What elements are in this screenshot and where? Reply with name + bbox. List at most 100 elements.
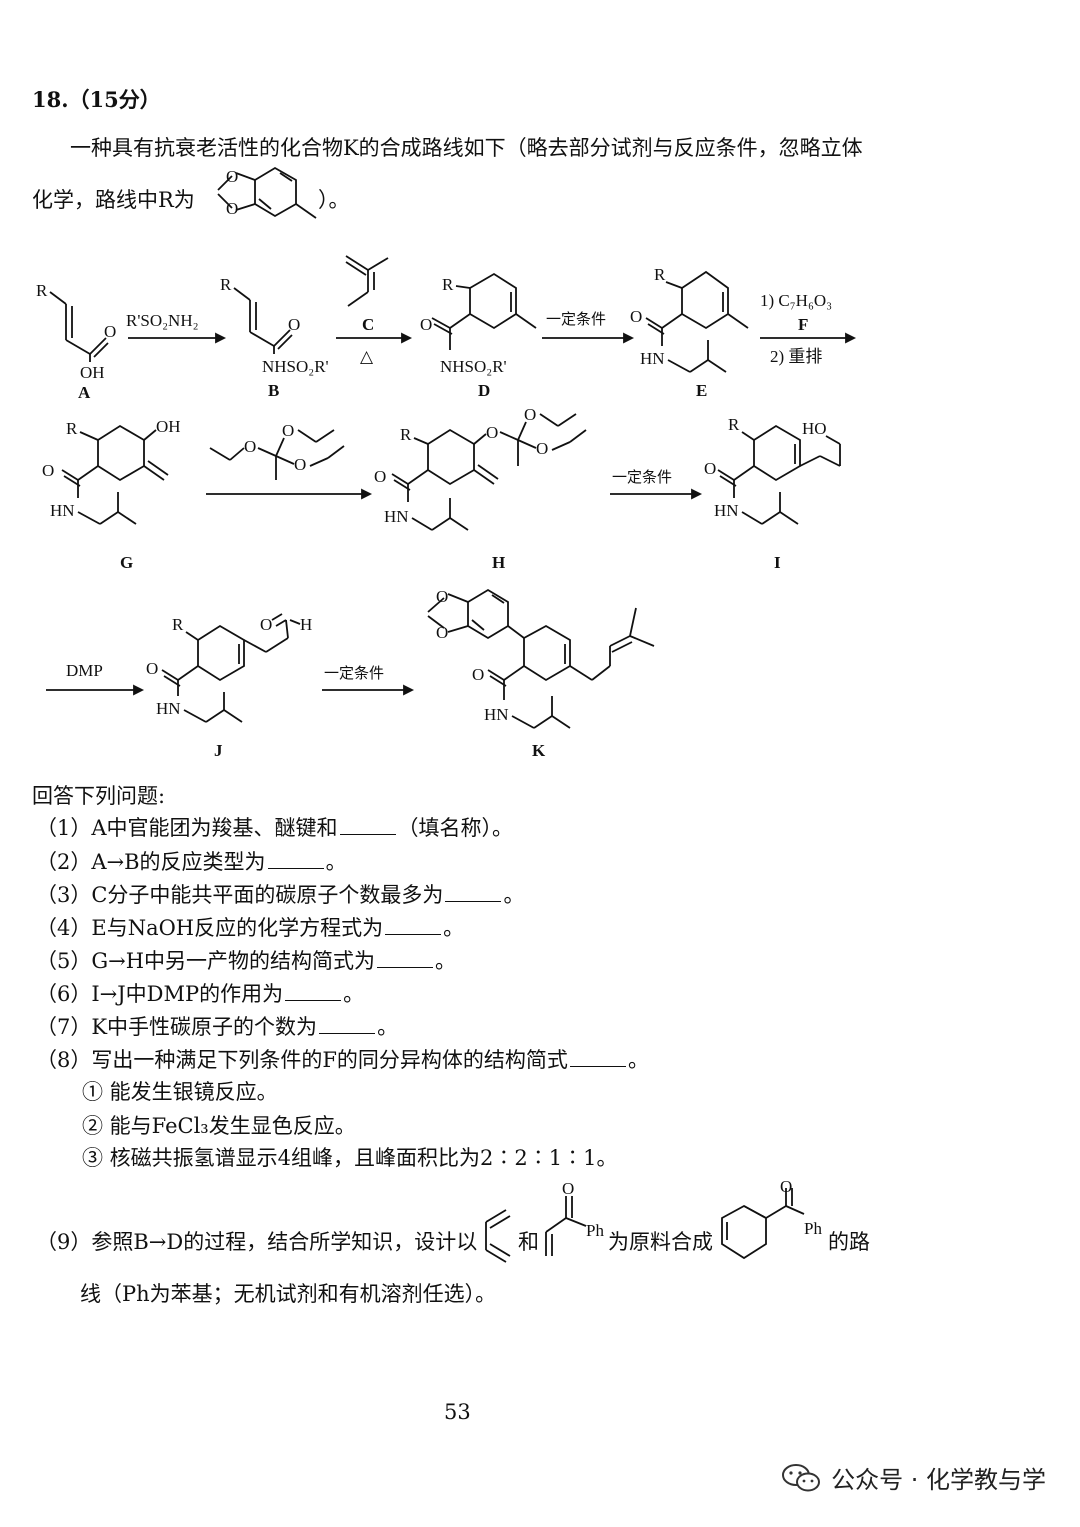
svg-text:2) 重排: 2) 重排 (770, 347, 822, 366)
svg-text:O: O (524, 405, 536, 424)
svg-text:一定条件: 一定条件 (324, 664, 384, 682)
svg-text:HN: HN (384, 507, 409, 526)
question-1: （1）A中官能团为羧基、醚键和（填名称）。 (36, 814, 514, 840)
answer-blank-5[interactable] (377, 947, 434, 968)
compound-k: O O O HN K (427, 587, 655, 760)
svg-text:O: O (374, 467, 386, 486)
answer-blank-3[interactable] (445, 881, 502, 902)
answer-blank-4[interactable] (385, 914, 442, 935)
svg-text:HN: HN (640, 349, 665, 368)
svg-text:O: O (226, 199, 238, 218)
svg-text:HO: HO (802, 419, 827, 438)
question-3: （3）C分子中能共平面的碳原子个数最多为。 (36, 881, 525, 907)
question-9a: （9）参照B→D的过程，结合所学知识，设计以 (36, 1230, 478, 1254)
question-2: （2）A→B的反应类型为。 (36, 848, 347, 874)
svg-text:NHSO₂R': NHSO₂R' (262, 357, 329, 376)
label-c: C (362, 315, 374, 334)
question-5: （5）G→H中另一产物的结构简式为。 (36, 947, 457, 973)
svg-text:O: O (704, 459, 716, 478)
svg-text:O: O (780, 1177, 792, 1196)
svg-text:R: R (728, 415, 740, 434)
page-number: 53 (444, 1400, 471, 1424)
question-number: 18.（15分） (32, 87, 161, 112)
compound-j: R O H O HN J (146, 613, 312, 760)
compound-d: R O NHSO₂R' D (420, 272, 537, 400)
label-f: F (798, 315, 808, 334)
svg-text:△: △ (360, 347, 374, 366)
compound-c: C (345, 255, 389, 334)
intro-line-2b: ）。 (318, 188, 350, 212)
watermark-text: 公众号 · 化学教与学 (831, 1466, 1046, 1494)
svg-text:O: O (282, 421, 294, 440)
question-8: （8）写出一种满足下列条件的F的同分异构体的结构简式。 (36, 1046, 649, 1072)
answer-blank-8[interactable] (569, 1046, 626, 1067)
svg-text:OH: OH (156, 417, 181, 436)
compound-i: R HO O HN I (704, 415, 841, 572)
svg-text:O: O (42, 461, 54, 480)
svg-text:O: O (146, 659, 158, 678)
compound-g: R OH O HN G (42, 417, 181, 572)
question-9-mid: 为原料合成 (608, 1230, 713, 1254)
intro-line-2a: 化学，路线中R为 (32, 188, 195, 212)
svg-text:O: O (226, 167, 238, 186)
svg-text:R: R (400, 425, 412, 444)
question-7: （7）K中手性碳原子的个数为。 (36, 1013, 399, 1039)
svg-text:一定条件: 一定条件 (612, 468, 672, 486)
svg-text:HN: HN (50, 501, 75, 520)
svg-text:R: R (172, 615, 184, 634)
orthoester-reagent: O O O (209, 421, 345, 480)
watermark: 公众号 · 化学教与学 (781, 1460, 1046, 1495)
svg-text:R: R (36, 281, 48, 300)
label-j: J (214, 741, 223, 760)
question-9-and: 和 (518, 1230, 539, 1254)
r-group-structure: O O (217, 166, 317, 219)
svg-text:O: O (562, 1179, 574, 1198)
question-9-end: 的路 (828, 1230, 870, 1254)
condition-1: ① 能发生银镜反应。 (82, 1080, 278, 1104)
svg-text:O: O (536, 439, 548, 458)
answer-blank-1[interactable] (339, 814, 396, 835)
svg-text:O: O (288, 315, 300, 334)
svg-text:O: O (420, 315, 432, 334)
svg-text:O: O (244, 437, 256, 456)
svg-text:O: O (436, 623, 448, 642)
target-cyclohexene-ketone: O Ph (721, 1177, 822, 1260)
answer-blank-6[interactable] (285, 980, 342, 1001)
svg-text:O: O (294, 455, 306, 474)
condition-2: ② 能与FeCl₃发生显色反应。 (82, 1114, 356, 1138)
answer-blank-7[interactable] (319, 1013, 376, 1034)
svg-text:O: O (472, 665, 484, 684)
svg-text:Ph: Ph (804, 1219, 822, 1238)
answer-blank-2[interactable] (267, 848, 324, 869)
label-e: E (696, 381, 707, 400)
intro-line-1: 一种具有抗衰老活性的化合物K的合成路线如下（略去部分试剂与反应条件，忽略立体 (70, 136, 863, 160)
compound-e: R O HN E (630, 265, 749, 400)
butadiene-structure (485, 1209, 511, 1263)
label-d: D (478, 381, 490, 400)
label-k: K (532, 741, 546, 760)
questions-heading: 回答下列问题: (32, 784, 166, 808)
question-6: （6）I→J中DMP的作用为。 (36, 980, 365, 1006)
compound-h: R O O O O HN H (374, 405, 587, 572)
label-a: A (78, 383, 91, 402)
compound-a: R O OH A (36, 281, 116, 402)
svg-text:O: O (630, 307, 642, 326)
svg-text:HN: HN (714, 501, 739, 520)
svg-text:R: R (654, 265, 666, 284)
wechat-icon (782, 1463, 821, 1491)
svg-text:HN: HN (484, 705, 509, 724)
svg-text:R'SO₂NH₂: R'SO₂NH₂ (126, 311, 199, 330)
label-g: G (120, 553, 133, 572)
svg-text:O: O (436, 587, 448, 606)
svg-text:R: R (66, 419, 78, 438)
svg-text:O: O (486, 423, 498, 442)
svg-text:一定条件: 一定条件 (546, 310, 606, 328)
label-h: H (492, 553, 505, 572)
svg-text:R: R (220, 275, 232, 294)
svg-text:H: H (300, 615, 312, 634)
question-9-line-2: 线（Ph为苯基；无机试剂和有机溶剂任选）。 (80, 1282, 497, 1306)
svg-text:HN: HN (156, 699, 181, 718)
label-b: B (268, 381, 279, 400)
svg-text:Ph: Ph (586, 1221, 604, 1240)
svg-text:O: O (104, 322, 116, 341)
